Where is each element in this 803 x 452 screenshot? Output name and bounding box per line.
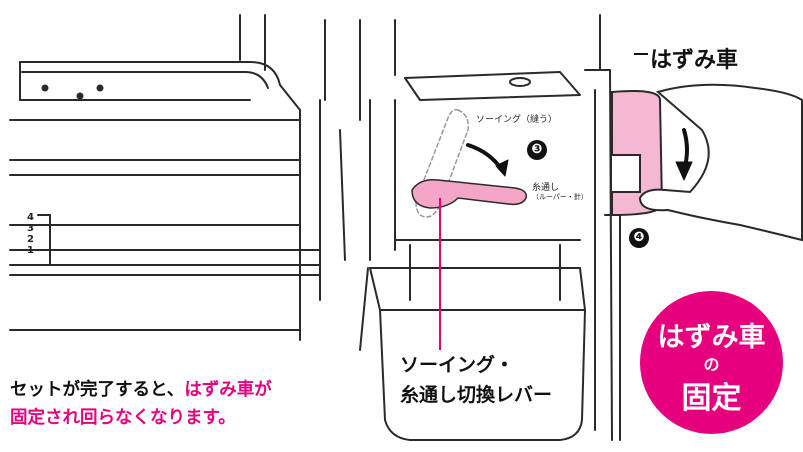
note-line1-black: セットが完了すると、	[10, 380, 185, 400]
hand	[638, 83, 803, 242]
looper-cover	[369, 267, 586, 311]
note-line2: 固定され回らなくなります。	[10, 408, 236, 428]
threading-position-sublabel: （ルーパー・針）	[532, 193, 588, 201]
sewing-position-label: ソーイング（縫う）	[476, 115, 558, 125]
lever-name-line1: ソーイング・	[400, 350, 515, 377]
needle-plate	[404, 71, 581, 101]
step-3-marker: ❸	[527, 140, 547, 160]
dial-number: 3	[27, 223, 34, 234]
dial-number: 2	[27, 234, 34, 245]
dial-number: 4	[27, 212, 34, 223]
stitch-dial	[37, 214, 51, 266]
badge-line1: はずみ車	[657, 322, 766, 353]
badge-line3: 固定	[681, 381, 742, 416]
dial-number: 1	[27, 245, 34, 256]
lever-sewing-position	[415, 108, 470, 218]
handwheel-label: はずみ車	[650, 48, 739, 73]
lever-threading-position	[411, 178, 528, 209]
note-line1-pink: はずみ車が	[184, 380, 272, 400]
threading-position-label: 糸通し	[532, 183, 560, 193]
badge-line2: の	[703, 355, 720, 374]
handwheel-fixed-badge: はずみ車 の 固定	[640, 291, 783, 434]
dial-numbers: 4 3 2 1	[27, 212, 34, 256]
note-line1: セットが完了すると、はずみ車が	[10, 376, 272, 401]
machine-top-cover	[19, 61, 301, 161]
step-4-marker: ❹	[629, 228, 649, 248]
lever-name-line2: 糸通し切換レバー	[400, 380, 553, 407]
